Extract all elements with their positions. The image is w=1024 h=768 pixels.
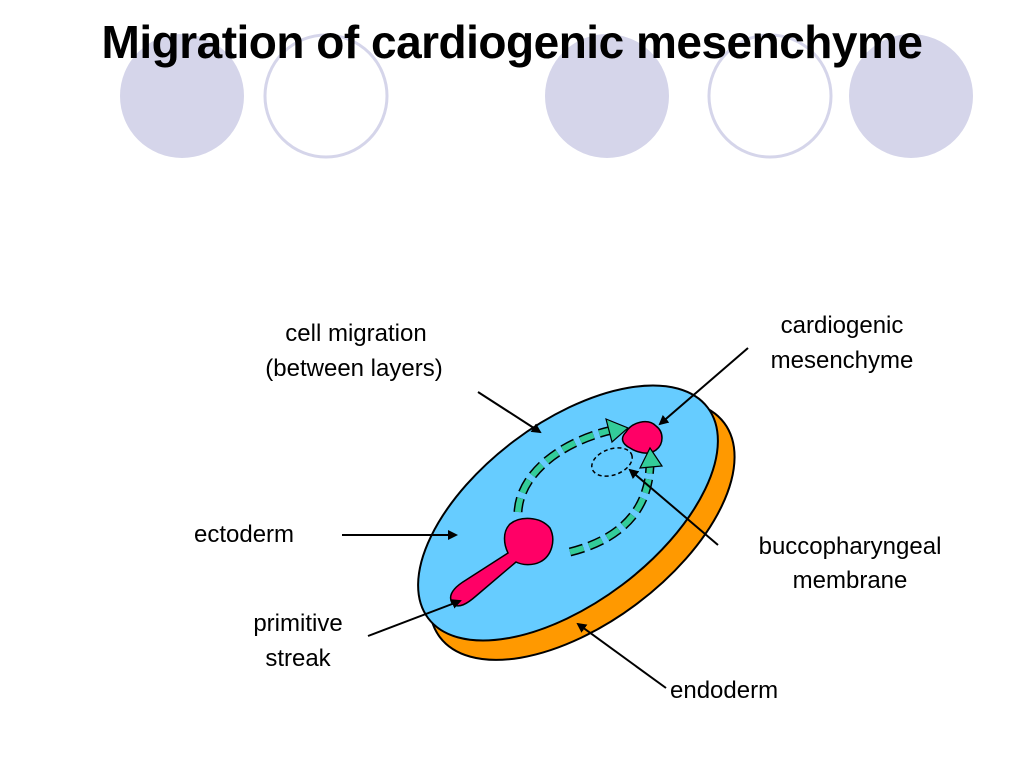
buccopharyngeal-pointer — [628, 468, 719, 546]
label-buccopharyngeal-line2: membrane — [793, 567, 908, 594]
decor-circle-filled — [120, 34, 244, 158]
label-endoderm: endoderm — [670, 677, 778, 704]
primitive-streak-pointer — [367, 599, 462, 637]
cell-migration-pointer — [477, 391, 542, 434]
decor-circle-ring — [707, 33, 833, 159]
leader-lines — [342, 347, 749, 689]
decorative-circles — [120, 33, 973, 159]
label-buccopharyngeal-line1: buccopharyngeal — [759, 533, 942, 560]
label-primitive-line2: streak — [265, 645, 331, 672]
left-migration-arrow — [513, 417, 630, 513]
label-cardiogenic-line1: cardiogenic — [781, 312, 904, 339]
label-cardiogenic-line2: mesenchyme — [771, 347, 914, 374]
label-ectoderm: ectoderm — [194, 521, 294, 548]
cardiogenic-mesenchyme-shape — [621, 420, 663, 454]
decor-circle-ring — [263, 33, 389, 159]
decor-circle-filled — [545, 34, 669, 158]
label-cell-migration-line1: cell migration — [285, 320, 426, 347]
cardiogenic-pointer — [658, 347, 749, 426]
buccopharyngeal-membrane-shape — [591, 447, 633, 477]
right-migration-arrow — [568, 446, 664, 557]
label-cell-migration-line2: (between layers) — [265, 355, 442, 382]
slide-title: Migration of cardiogenic mesenchyme — [101, 16, 923, 68]
decor-circle-filled — [849, 34, 973, 158]
label-primitive-line1: primitive — [253, 610, 342, 637]
primitive-streak-shape — [449, 517, 554, 607]
endoderm-pointer — [576, 622, 667, 689]
